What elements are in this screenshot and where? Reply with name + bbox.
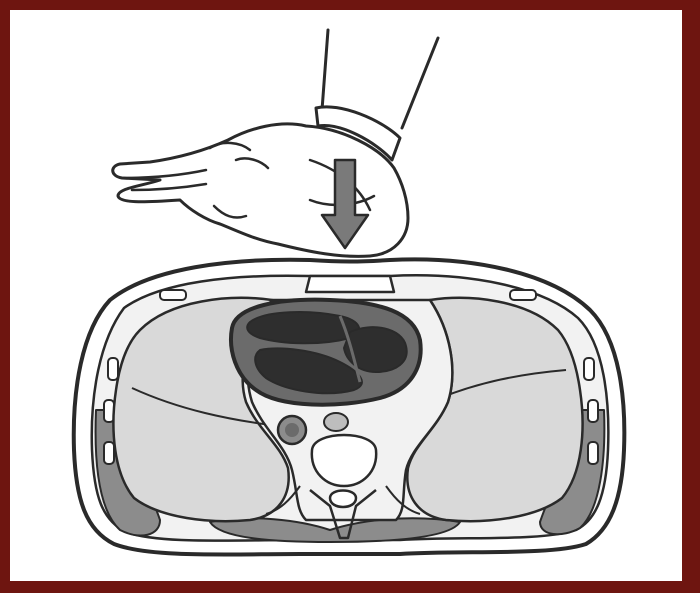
figure-canvas <box>10 10 682 581</box>
hand-icon <box>113 30 438 256</box>
heart-chamber-upper <box>247 312 359 343</box>
heart-chamber-right <box>344 327 407 372</box>
vertebral-body <box>312 435 376 486</box>
spinal-canal <box>330 491 356 508</box>
esophagus <box>324 413 348 431</box>
chest-compression-diagram <box>10 10 682 581</box>
sternum <box>306 276 394 292</box>
chest-cross-section <box>74 259 625 554</box>
